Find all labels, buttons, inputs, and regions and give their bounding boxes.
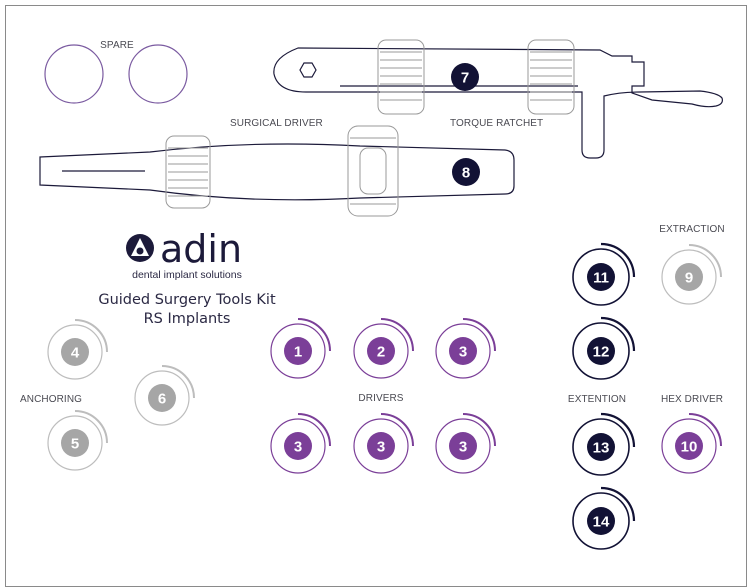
slot-5-number: 5	[71, 436, 79, 453]
slot-14-number: 14	[593, 514, 610, 531]
ratchet-grip-right	[527, 39, 575, 115]
slot-10-number: 10	[681, 439, 698, 456]
anchoring-label: ANCHORING	[20, 394, 82, 405]
driver-grip-left	[165, 135, 211, 209]
slot-11: 11	[572, 242, 636, 306]
kit-subtitle: RS Implants	[144, 311, 231, 327]
slot-3-c-number: 3	[377, 439, 385, 456]
slot-3-a: 3	[435, 318, 496, 379]
kit-title: Guided Surgery Tools Kit	[98, 292, 276, 308]
extention-label: EXTENTION	[568, 394, 626, 405]
tray-frame	[5, 5, 747, 587]
slot-2: 2	[353, 318, 414, 379]
slot-6: 6	[134, 365, 195, 426]
slot-3-b-number: 3	[294, 439, 302, 456]
logo-tagline: dental implant solutions	[132, 269, 242, 281]
slot-2-number: 2	[377, 344, 385, 361]
drivers-label: DRIVERS	[358, 393, 403, 404]
slot-9-number: 9	[685, 270, 693, 287]
slot-6-number: 6	[158, 391, 166, 408]
slot-3-d-number: 3	[459, 439, 467, 456]
slot-3-b: 3	[270, 413, 331, 474]
slot-12-number: 12	[593, 344, 610, 361]
slot-10: 10	[661, 413, 722, 474]
slot-11-number: 11	[593, 270, 609, 287]
adin-logo-icon	[126, 234, 154, 262]
torque-ratchet-label: TORQUE RATCHET	[450, 118, 543, 129]
slot-9: 9	[661, 244, 722, 305]
slot-3-d: 3	[435, 413, 496, 474]
slot-4-number: 4	[71, 345, 80, 362]
spare-label: SPARE	[100, 40, 134, 51]
adin-logo: adin dental implant solutions	[126, 227, 242, 281]
spare-slot-right	[128, 44, 188, 104]
slot-7-marker	[451, 63, 479, 91]
slot-8-marker	[452, 158, 480, 186]
ratchet-grip-left	[377, 39, 425, 115]
slot-14: 14	[572, 486, 636, 550]
spare-slot-left	[44, 44, 104, 104]
surgical-driver-label: SURGICAL DRIVER	[230, 118, 323, 129]
driver-grip-right	[347, 125, 399, 217]
slot-3-c: 3	[353, 413, 414, 474]
slot-8-number: 8	[462, 165, 470, 182]
logo-word: adin	[160, 227, 242, 271]
slot-3-a-number: 3	[459, 344, 467, 361]
extraction-label: EXTRACTION	[659, 224, 724, 235]
surgical-driver-outline	[39, 143, 515, 201]
hex-driver-label: HEX DRIVER	[661, 394, 723, 405]
slot-12: 12	[572, 316, 636, 380]
slot-5: 5	[47, 410, 108, 471]
slot-7-number: 7	[461, 70, 469, 87]
slot-4: 4	[47, 319, 108, 380]
slot-1-number: 1	[294, 344, 302, 361]
slot-13-number: 13	[593, 440, 610, 457]
slot-13: 13	[572, 412, 636, 476]
slot-1: 1	[270, 318, 331, 379]
